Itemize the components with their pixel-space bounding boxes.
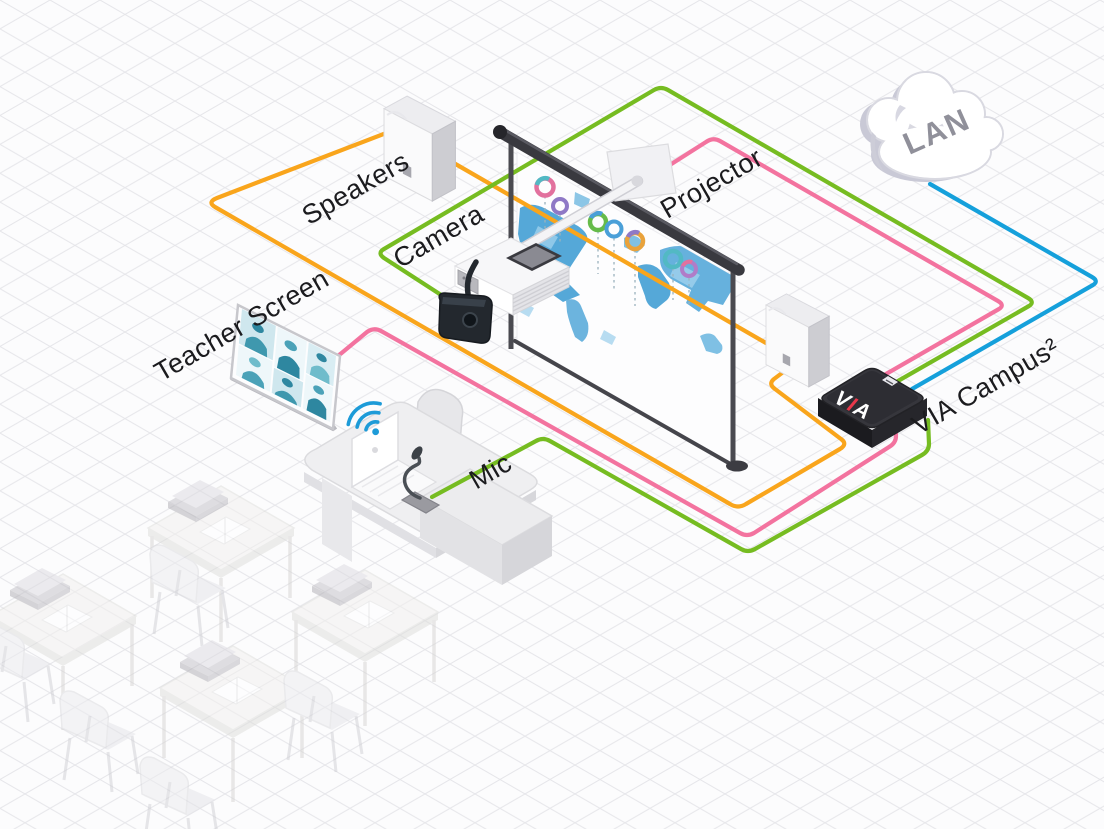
microphone: [400, 446, 441, 514]
video-call-grid: [235, 309, 336, 422]
screen-bottom-bar: [513, 339, 736, 468]
teacher-screen-device: [229, 303, 342, 432]
laptop: [350, 410, 438, 510]
camera-device: [438, 292, 493, 344]
desk-return-front: [420, 498, 502, 585]
projector-vents: [512, 270, 570, 312]
mount-pole: [501, 177, 642, 262]
desk-return-side: [502, 516, 552, 585]
screen-bar-cap: [493, 125, 507, 139]
green-line-mic: [429, 417, 932, 554]
projector-device: [438, 237, 571, 344]
mic-base: [400, 491, 441, 514]
video-line-projector: [659, 137, 1004, 377]
kramer-logo-icon: [882, 376, 898, 386]
via-left-face: [818, 398, 872, 448]
projector-right-face: [512, 266, 570, 316]
cloud-shade2: [895, 105, 906, 122]
via-top-inner: [827, 371, 918, 424]
audio-line-loop: [209, 127, 847, 509]
camera-arm: [464, 259, 479, 297]
projector-mount: [499, 143, 677, 264]
lan-cloud: LAN: [860, 71, 1004, 182]
participants: [241, 322, 330, 421]
map-ring-markers: [534, 175, 698, 306]
lan-line: [909, 181, 1098, 392]
projector-top-tray-inner: [512, 246, 556, 268]
via-right-face: [872, 398, 927, 448]
green-line-camera: [378, 85, 1034, 384]
connection-lines: [209, 85, 1098, 554]
mic-capsule: [411, 446, 423, 460]
wifi-icon: [346, 401, 382, 436]
screen-pole-foot: [726, 460, 748, 472]
cloud-body: [868, 73, 1002, 178]
mic-gooseneck: [402, 456, 422, 500]
audio-line-direct: [449, 159, 769, 346]
via-campus-device: VIA: [818, 367, 927, 448]
desk-leg-panel: [322, 478, 352, 562]
cloud-shade: [870, 132, 884, 172]
video-line-teacher-screen: [335, 327, 899, 538]
mount-pole-tip: [631, 175, 643, 187]
